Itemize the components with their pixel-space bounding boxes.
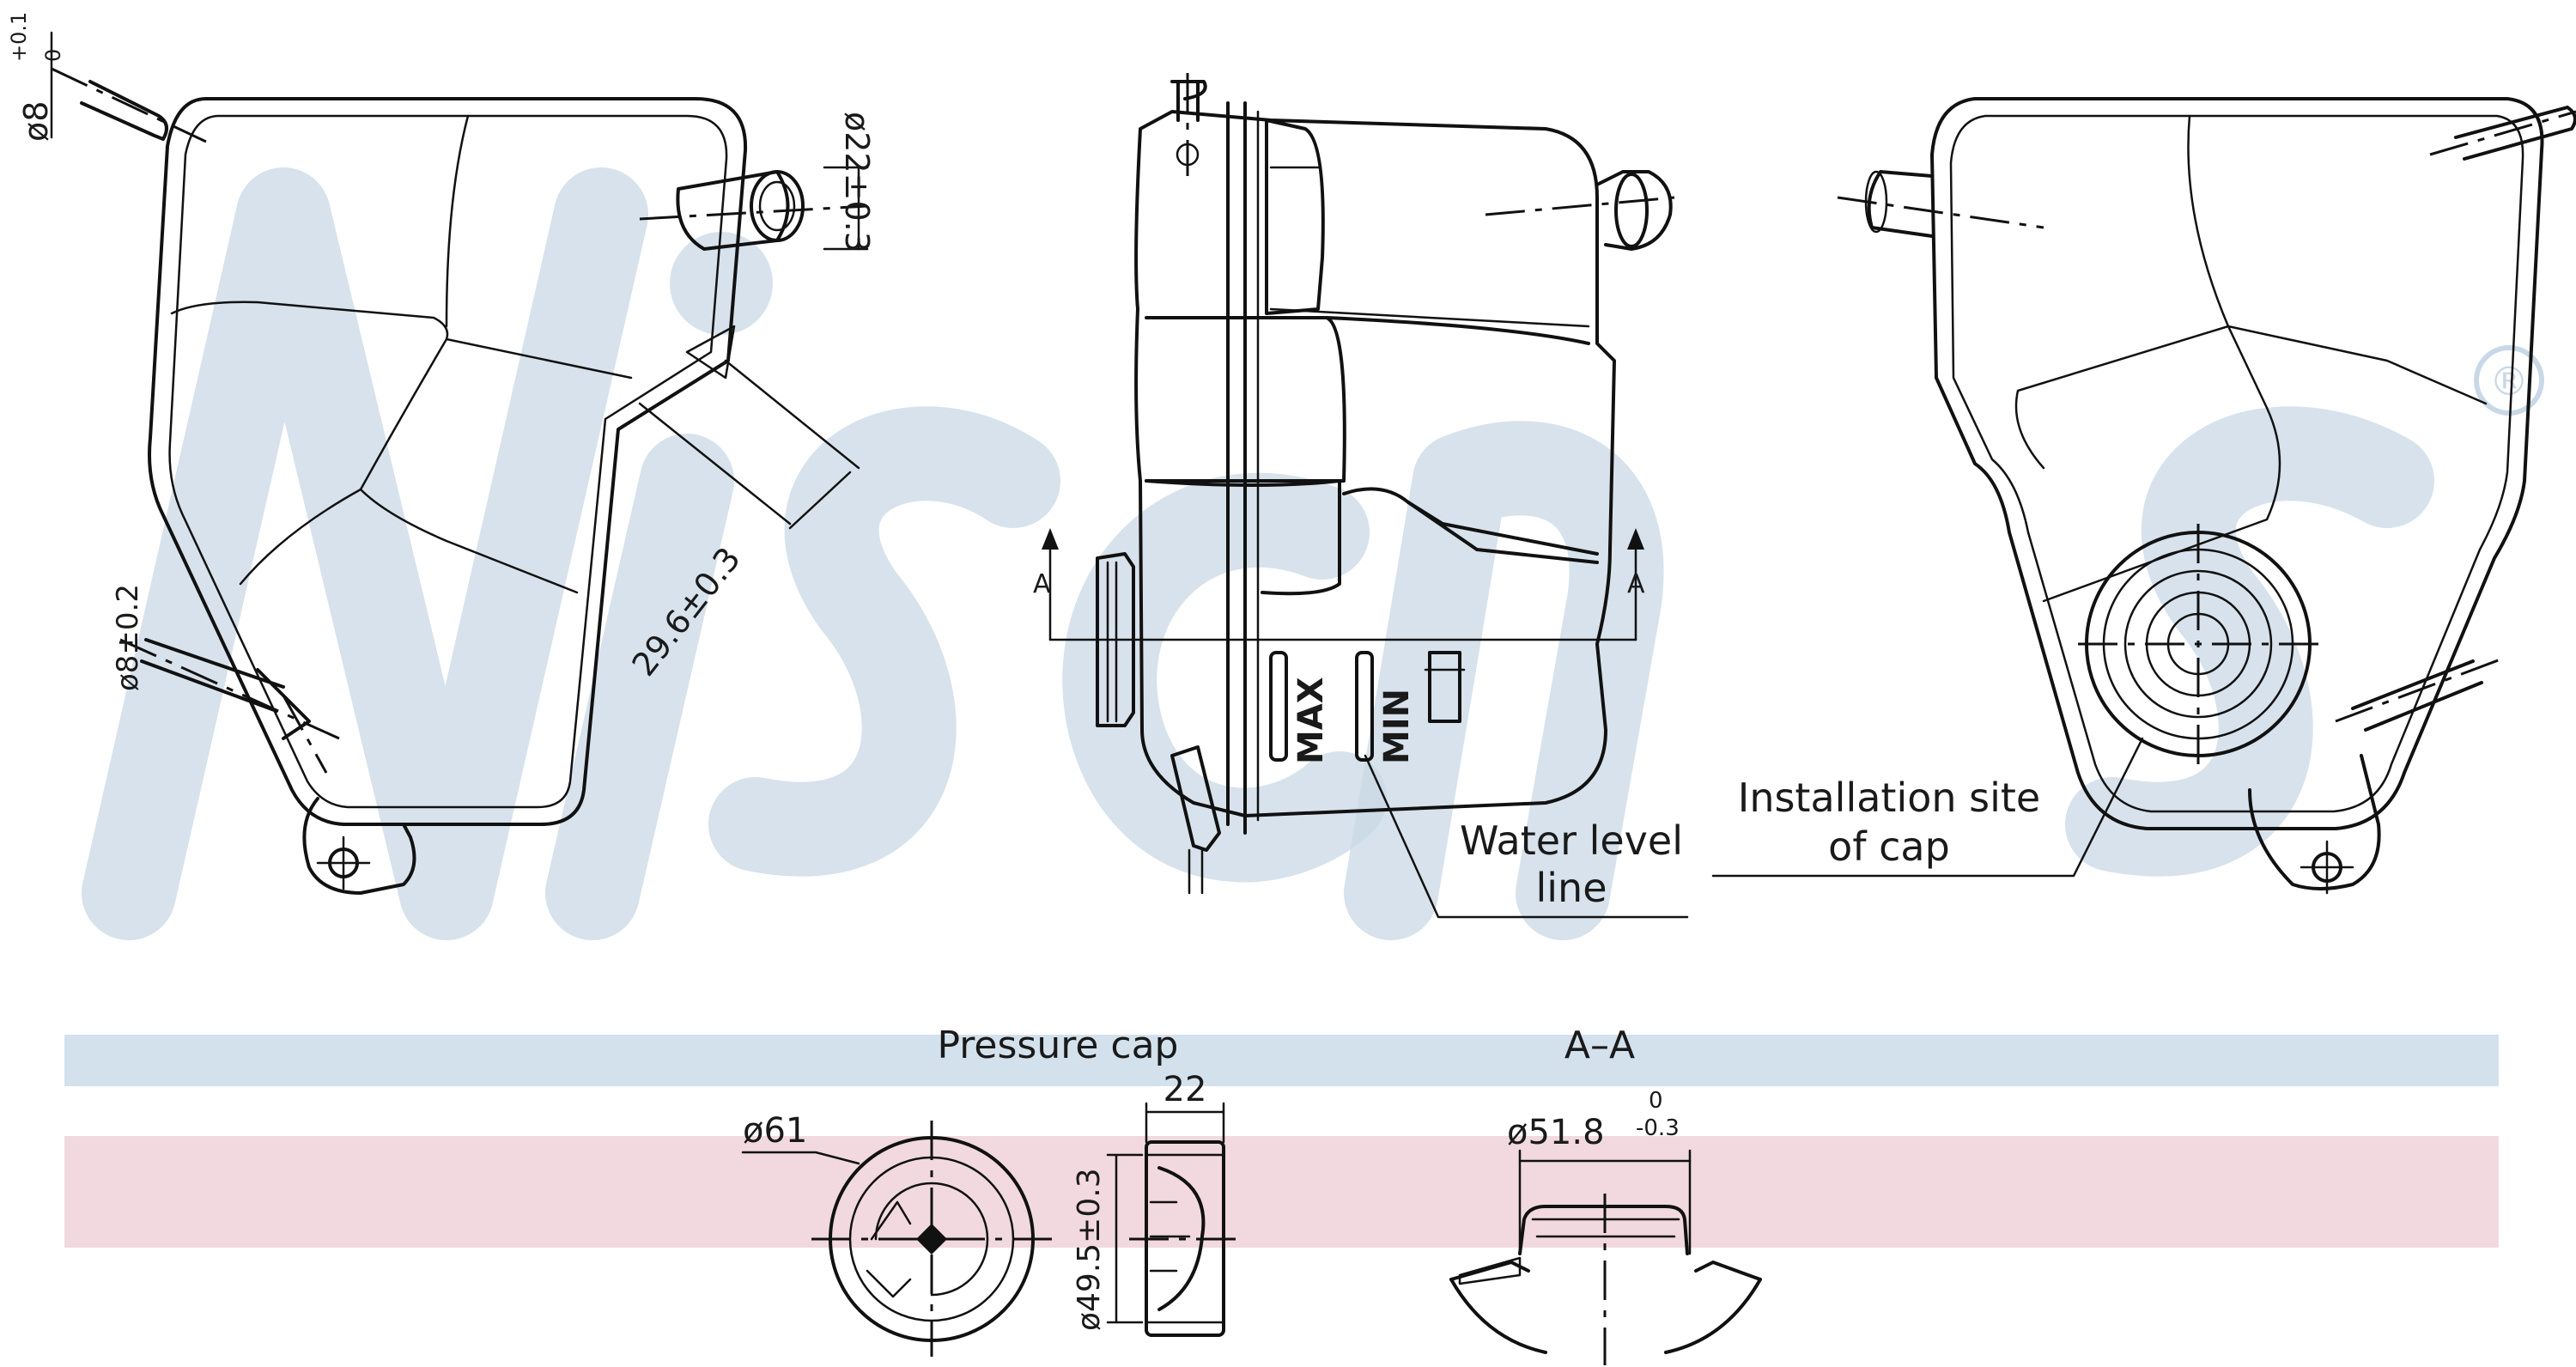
brand-watermark: ® — [82, 167, 2544, 940]
pressure-cap-title: Pressure cap — [938, 1024, 1179, 1067]
dia-51-8-label: ø51.8 — [1507, 1113, 1605, 1152]
band-top — [64, 1035, 2499, 1086]
center-view — [1042, 73, 1689, 919]
band-bottom — [64, 1136, 2499, 1248]
left-view — [50, 31, 869, 895]
water-level-label-line2: line — [1535, 865, 1607, 911]
section-aa-view — [1449, 1149, 1762, 1365]
install-site-label-line2: of cap — [1828, 823, 1950, 870]
svg-text:®: ® — [2489, 358, 2529, 404]
dia-61-label: ø61 — [743, 1111, 807, 1151]
pressure-cap-front — [741, 1121, 1052, 1357]
dia-51-8-tol-upper: 0 — [1649, 1088, 1663, 1114]
pressure-cap-side — [1106, 1102, 1236, 1337]
install-site-label-line1: Installation site — [1738, 775, 2040, 821]
dia-8-top-label: ø8 — [17, 101, 55, 142]
registered-icon — [2474, 345, 2544, 416]
dia-8-side-label: ø8±0.2 — [111, 584, 145, 691]
dim-22-label: 22 — [1163, 1070, 1207, 1109]
dia-49-5-label: ø49.5±0.3 — [1072, 1168, 1107, 1331]
min-mark: MIN — [1377, 689, 1417, 764]
section-a-left: A — [1033, 569, 1051, 599]
section-a-right: A — [1627, 569, 1645, 599]
dia-22-label: ø22±0.3 — [838, 112, 876, 252]
section-aa-title: A–A — [1564, 1024, 1635, 1067]
dia-8-top-tol-lower: 0 — [41, 49, 65, 62]
max-mark: MAX — [1291, 677, 1331, 764]
right-view — [1711, 97, 2576, 895]
water-level-label-line1: Water level — [1460, 817, 1683, 864]
dia-8-top-tol-upper: +0.1 — [7, 12, 31, 62]
dia-51-8-tol-lower: -0.3 — [1636, 1115, 1680, 1141]
